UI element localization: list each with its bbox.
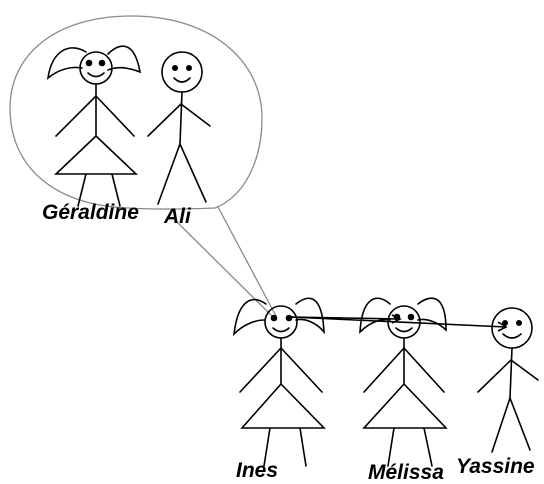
bubble-tail xyxy=(176,206,277,319)
smile xyxy=(173,77,191,83)
gaze-arrowhead-yassine xyxy=(497,321,508,332)
pigtail-right xyxy=(295,297,325,335)
head xyxy=(79,51,113,85)
figure-geraldine xyxy=(46,45,142,207)
eye-left xyxy=(172,65,179,72)
label-geraldine: Géraldine xyxy=(42,201,139,224)
eye-left xyxy=(501,319,508,326)
label-ines: Ines xyxy=(236,459,279,482)
smile xyxy=(272,327,290,333)
eye-left xyxy=(270,314,278,322)
figure-melissa xyxy=(359,297,448,467)
smile xyxy=(87,72,105,78)
pigtail-right xyxy=(417,297,447,332)
dress xyxy=(53,134,139,175)
gaze-line-to-yassine xyxy=(289,316,507,328)
eye-right xyxy=(98,59,106,67)
eye-right xyxy=(407,313,415,321)
thought-bubble xyxy=(9,15,263,210)
label-melissa: Mélissa xyxy=(368,461,444,484)
head xyxy=(264,305,298,339)
figure-yassine xyxy=(477,307,539,453)
pigtail-right xyxy=(107,45,142,74)
label-ali: Ali xyxy=(164,205,191,228)
figure-ali xyxy=(147,51,211,205)
eye-left xyxy=(85,59,93,67)
dress xyxy=(362,382,448,429)
figure-ines xyxy=(232,297,326,467)
pigtail-left xyxy=(46,47,87,80)
smile xyxy=(502,333,522,339)
eye-right xyxy=(515,319,522,326)
pigtail-left xyxy=(359,297,391,335)
label-yassine: Yassine xyxy=(456,455,535,478)
eye-right xyxy=(186,65,193,72)
gaze-lines xyxy=(289,314,508,332)
head xyxy=(491,307,533,349)
pigtail-left xyxy=(232,298,267,337)
smile xyxy=(395,327,413,333)
dress xyxy=(240,382,326,429)
gaze-arrowhead-melissa xyxy=(391,314,402,324)
head xyxy=(161,51,203,93)
